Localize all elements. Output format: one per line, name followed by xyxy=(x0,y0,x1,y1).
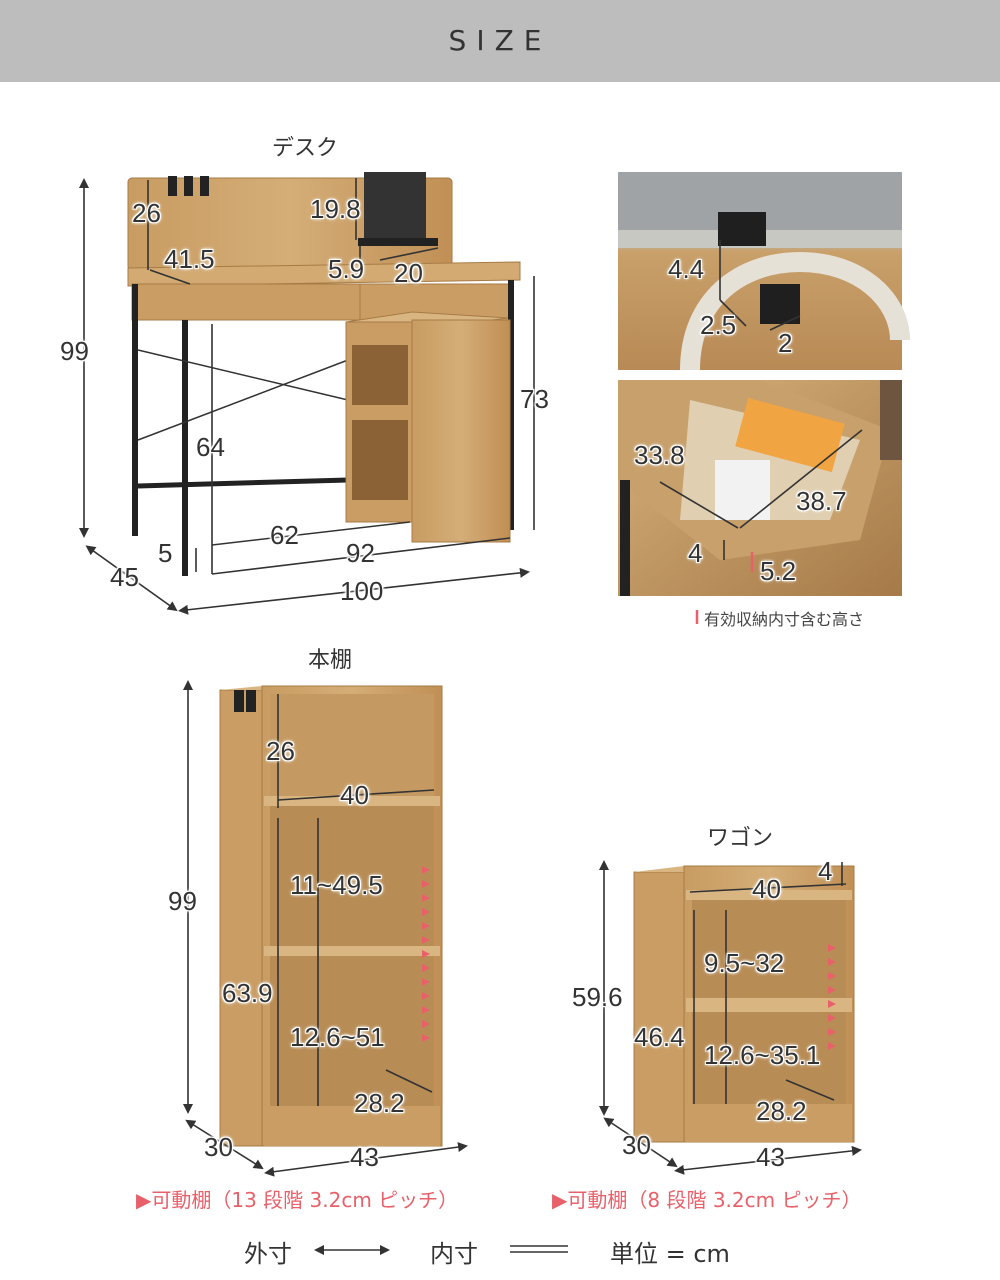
bookshelf-illustration xyxy=(219,685,443,1147)
desk-title: デスク xyxy=(271,136,338,161)
wagon-height: 59.6 xyxy=(572,982,623,1012)
legend-unit-label: 単位 = cm xyxy=(610,1240,730,1268)
desk-inner-width: 62 xyxy=(270,520,299,550)
desk-height: 73 xyxy=(520,384,549,414)
drawer-width: 33.8 xyxy=(634,440,685,470)
wagon-range-upper: 9.5~32 xyxy=(704,948,785,978)
wagon-dimension-lines xyxy=(599,860,862,1175)
desk-inner-total: 92 xyxy=(346,538,375,568)
desk-shelf-depth: 5.9 xyxy=(328,254,365,284)
hook-height: 4.4 xyxy=(668,254,705,284)
hook-width: 2 xyxy=(778,328,793,358)
wagon-inner-width: 40 xyxy=(752,874,781,904)
desk-leg-clearance: 64 xyxy=(196,432,225,462)
desk-shelf-height: 19.8 xyxy=(310,194,361,224)
bookshelf-height: 99 xyxy=(168,886,197,916)
bookshelf-top-space: 26 xyxy=(266,736,295,766)
bookshelf-inner-depth: 28.2 xyxy=(354,1088,405,1118)
drawer-note: 有効収納内寸含む高さ xyxy=(704,610,865,629)
legend-inner-label: 内寸 xyxy=(430,1240,478,1268)
desk-upper-depth: 41.5 xyxy=(164,244,215,274)
desk-shelf-width: 20 xyxy=(394,258,423,288)
wagon-illustration xyxy=(633,865,855,1143)
bookshelf-inner-width: 40 xyxy=(340,780,369,810)
bookshelf-range-lower: 12.6~51 xyxy=(290,1022,385,1052)
desk-width: 100 xyxy=(340,576,384,606)
bookshelf-depth: 30 xyxy=(204,1132,233,1162)
wagon-width: 43 xyxy=(756,1142,785,1172)
drawer-dimension-lines xyxy=(659,429,863,560)
wagon-range-lower: 12.6~35.1 xyxy=(704,1040,821,1070)
bookshelf-range-upper: 11~49.5 xyxy=(290,870,383,900)
legend-outer-label: 外寸 xyxy=(244,1240,292,1268)
page-title: SIZE xyxy=(448,24,552,57)
hook-detail-photo xyxy=(618,172,910,371)
bookshelf-title: 本棚 xyxy=(307,648,352,673)
wagon-inner-height: 46.4 xyxy=(634,1022,685,1052)
legend-inner-lines xyxy=(510,1245,568,1253)
wagon-inner-depth: 28.2 xyxy=(756,1096,807,1126)
desk-depth: 45 xyxy=(110,562,139,592)
hook-dimension-lines xyxy=(719,240,801,331)
wagon-title: ワゴン xyxy=(706,826,773,851)
wagon-pitch-markers xyxy=(828,944,836,1050)
header-banner xyxy=(0,0,1000,82)
drawer-depth: 38.7 xyxy=(796,486,847,516)
wagon-note: ▶可動棚（8 段階 3.2cm ピッチ） xyxy=(552,1188,862,1212)
drawer-inner-height: 5.2 xyxy=(760,556,797,586)
hook-gap: 2.5 xyxy=(700,310,737,340)
wagon-top-lip: 4 xyxy=(818,856,833,886)
desk-hook-height: 26 xyxy=(132,198,161,228)
desk-dimension-lines xyxy=(79,178,535,615)
bookshelf-inner-height: 63.9 xyxy=(222,978,273,1008)
bookshelf-width: 43 xyxy=(350,1142,379,1172)
wagon-depth: 30 xyxy=(622,1130,651,1160)
drawer-detail-photo xyxy=(618,380,902,596)
desk-height-total: 99 xyxy=(60,336,89,366)
drawer-height: 4 xyxy=(688,538,703,568)
bookshelf-pitch-markers xyxy=(422,866,430,1042)
bookshelf-dimension-lines xyxy=(183,680,468,1177)
desk-illustration xyxy=(127,172,521,576)
desk-drawer-height: 5 xyxy=(158,538,173,568)
bookshelf-note: ▶可動棚（13 段階 3.2cm ピッチ） xyxy=(136,1188,459,1212)
